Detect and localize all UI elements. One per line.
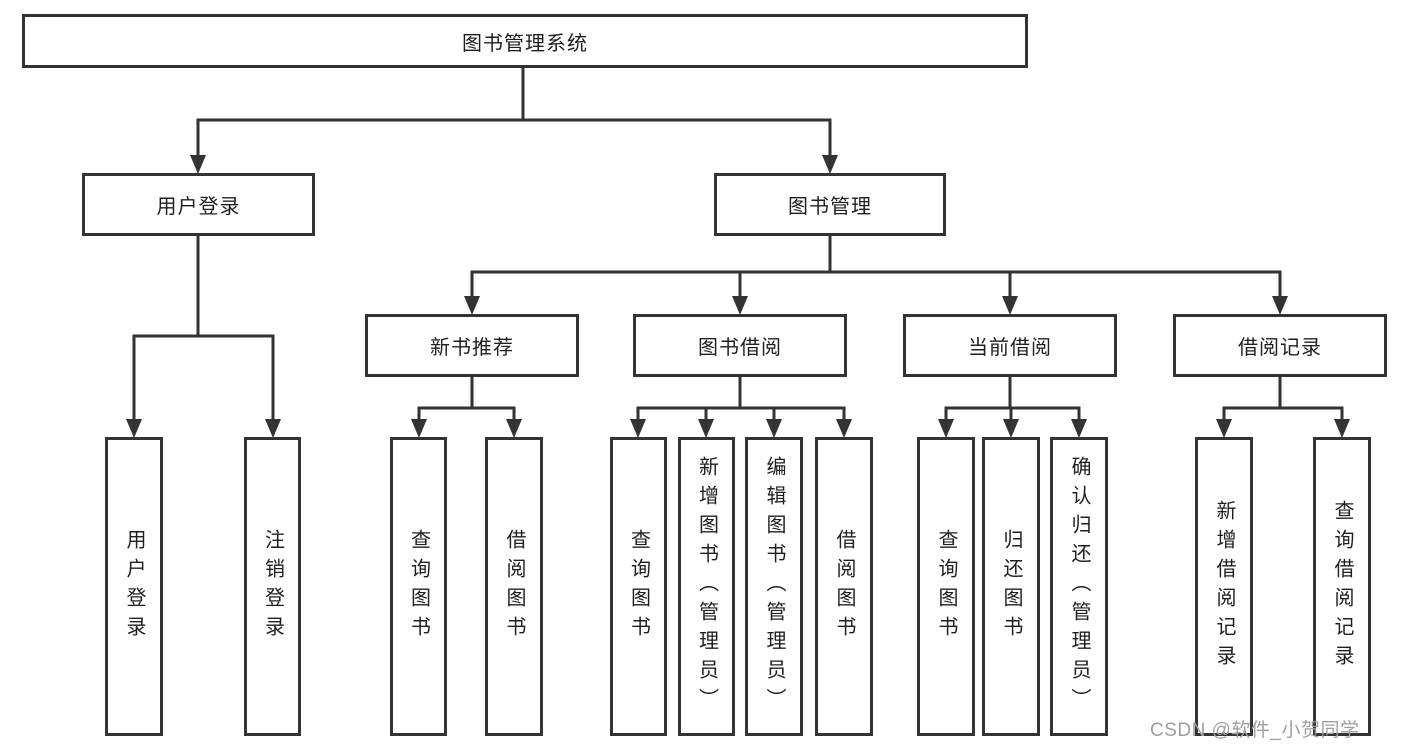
leaf-query-books-recommend: 查询图书 bbox=[390, 437, 447, 736]
leaf-return-books: 归还图书 bbox=[982, 437, 1040, 736]
leaf-query-books-borrow-label: 查询图书 bbox=[627, 528, 650, 645]
leaf-user-login-label: 用户登录 bbox=[123, 528, 145, 645]
leaf-borrow-books-label: 借阅图书 bbox=[833, 528, 855, 645]
csdn-watermark: CSDN @软件_小贺同学 bbox=[1150, 720, 1360, 741]
leaf-user-login: 用户登录 bbox=[105, 437, 163, 736]
node-book-borrow-label: 图书借阅 bbox=[698, 337, 782, 359]
leaf-confirm-return-admin: 确认归还（管理员） bbox=[1050, 437, 1108, 736]
leaf-query-borrow-record: 查询借阅记录 bbox=[1313, 437, 1371, 736]
leaf-edit-books-admin-label: 编辑图书（管理员） bbox=[763, 456, 785, 717]
leaf-edit-books-admin: 编辑图书（管理员） bbox=[745, 437, 803, 736]
node-root-label: 图书管理系统 bbox=[462, 32, 588, 55]
node-current-borrow: 当前借阅 bbox=[903, 314, 1117, 377]
leaf-query-books-current: 查询图书 bbox=[917, 437, 975, 736]
node-book-management: 图书管理 bbox=[714, 173, 946, 236]
node-book-borrow: 图书借阅 bbox=[633, 314, 847, 377]
connector-book-management-children bbox=[470, 234, 1282, 302]
node-new-book-recommend: 新书推荐 bbox=[365, 314, 579, 377]
leaf-borrow-books: 借阅图书 bbox=[815, 437, 873, 736]
node-root: 图书管理系统 bbox=[22, 14, 1028, 68]
connector-root-to-level2 bbox=[196, 65, 832, 162]
leaf-query-books-current-label: 查询图书 bbox=[935, 528, 957, 645]
leaf-add-borrow-record-label: 新增借阅记录 bbox=[1213, 499, 1235, 674]
leaf-logout-login: 注销登录 bbox=[244, 437, 301, 736]
connector-book-borrow-children bbox=[636, 375, 846, 425]
leaf-query-borrow-record-label: 查询借阅记录 bbox=[1331, 499, 1353, 674]
leaf-logout-login-label: 注销登录 bbox=[261, 528, 284, 645]
connector-current-borrow-children bbox=[944, 375, 1081, 425]
node-borrow-records-label: 借阅记录 bbox=[1238, 337, 1322, 359]
node-book-management-label: 图书管理 bbox=[788, 196, 872, 218]
leaf-add-books-admin: 新增图书（管理员） bbox=[678, 437, 735, 736]
node-user-login: 用户登录 bbox=[82, 173, 315, 236]
connector-borrow-records-children bbox=[1222, 375, 1344, 425]
node-current-borrow-label: 当前借阅 bbox=[968, 337, 1052, 359]
leaf-add-books-admin-label: 新增图书（管理员） bbox=[695, 456, 718, 717]
connector-new-book-recommend-children bbox=[417, 375, 516, 425]
leaf-confirm-return-admin-label: 确认归还（管理员） bbox=[1068, 456, 1090, 717]
connector-user-login-children bbox=[132, 234, 275, 425]
node-user-login-label: 用户登录 bbox=[156, 196, 241, 218]
leaf-borrow-books-recommend-label: 借阅图书 bbox=[503, 528, 525, 645]
arrowheads bbox=[126, 155, 1350, 438]
leaf-add-borrow-record: 新增借阅记录 bbox=[1195, 437, 1253, 736]
leaf-query-books-borrow: 查询图书 bbox=[610, 437, 667, 736]
leaf-borrow-books-recommend: 借阅图书 bbox=[485, 437, 543, 736]
node-new-book-recommend-label: 新书推荐 bbox=[430, 337, 514, 359]
node-borrow-records: 借阅记录 bbox=[1173, 314, 1387, 377]
leaf-query-books-recommend-label: 查询图书 bbox=[407, 528, 430, 645]
leaf-return-books-label: 归还图书 bbox=[1000, 528, 1022, 645]
